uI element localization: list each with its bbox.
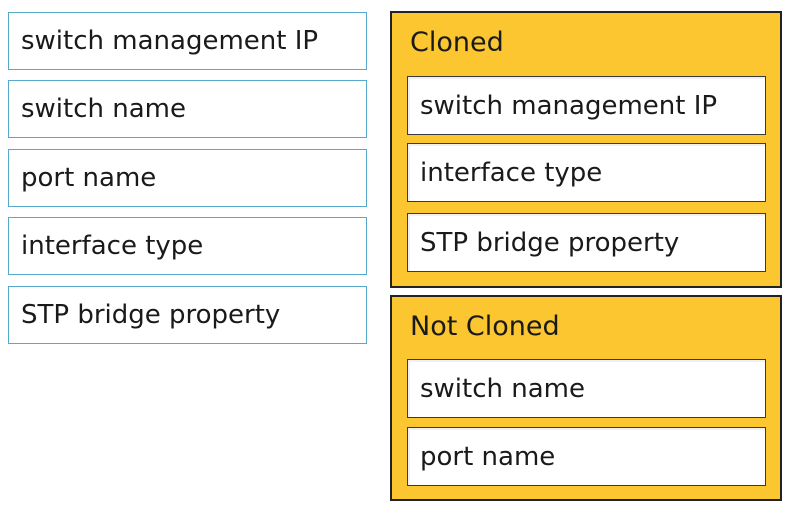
zone-title-not-cloned: Not Cloned — [410, 311, 560, 342]
cloned-item-stp-bridge-property[interactable]: STP bridge property — [407, 213, 766, 272]
cloned-item-switch-management-ip[interactable]: switch management IP — [407, 76, 766, 135]
source-item-interface-type[interactable]: interface type — [8, 217, 367, 275]
source-item-port-name[interactable]: port name — [8, 149, 367, 207]
source-item-switch-name[interactable]: switch name — [8, 80, 367, 138]
item-label: switch management IP — [21, 26, 319, 56]
item-label: port name — [21, 163, 157, 193]
item-label: switch name — [21, 94, 187, 124]
not-cloned-item-switch-name[interactable]: switch name — [407, 359, 766, 418]
item-label: interface type — [21, 231, 204, 261]
not-cloned-drop-zone[interactable]: Not Cloned switch name port name — [390, 295, 782, 501]
item-label: switch management IP — [420, 90, 718, 121]
not-cloned-item-port-name[interactable]: port name — [407, 427, 766, 486]
item-label: port name — [420, 441, 556, 472]
source-item-stp-bridge-property[interactable]: STP bridge property — [8, 286, 367, 344]
cloned-drop-zone[interactable]: Cloned switch management IP interface ty… — [390, 11, 782, 288]
item-label: switch name — [420, 373, 586, 404]
item-label: STP bridge property — [21, 300, 281, 330]
item-label: STP bridge property — [420, 227, 680, 258]
source-item-switch-management-ip[interactable]: switch management IP — [8, 12, 367, 70]
cloned-item-interface-type[interactable]: interface type — [407, 143, 766, 202]
item-label: interface type — [420, 157, 603, 188]
zone-title-cloned: Cloned — [410, 27, 504, 58]
